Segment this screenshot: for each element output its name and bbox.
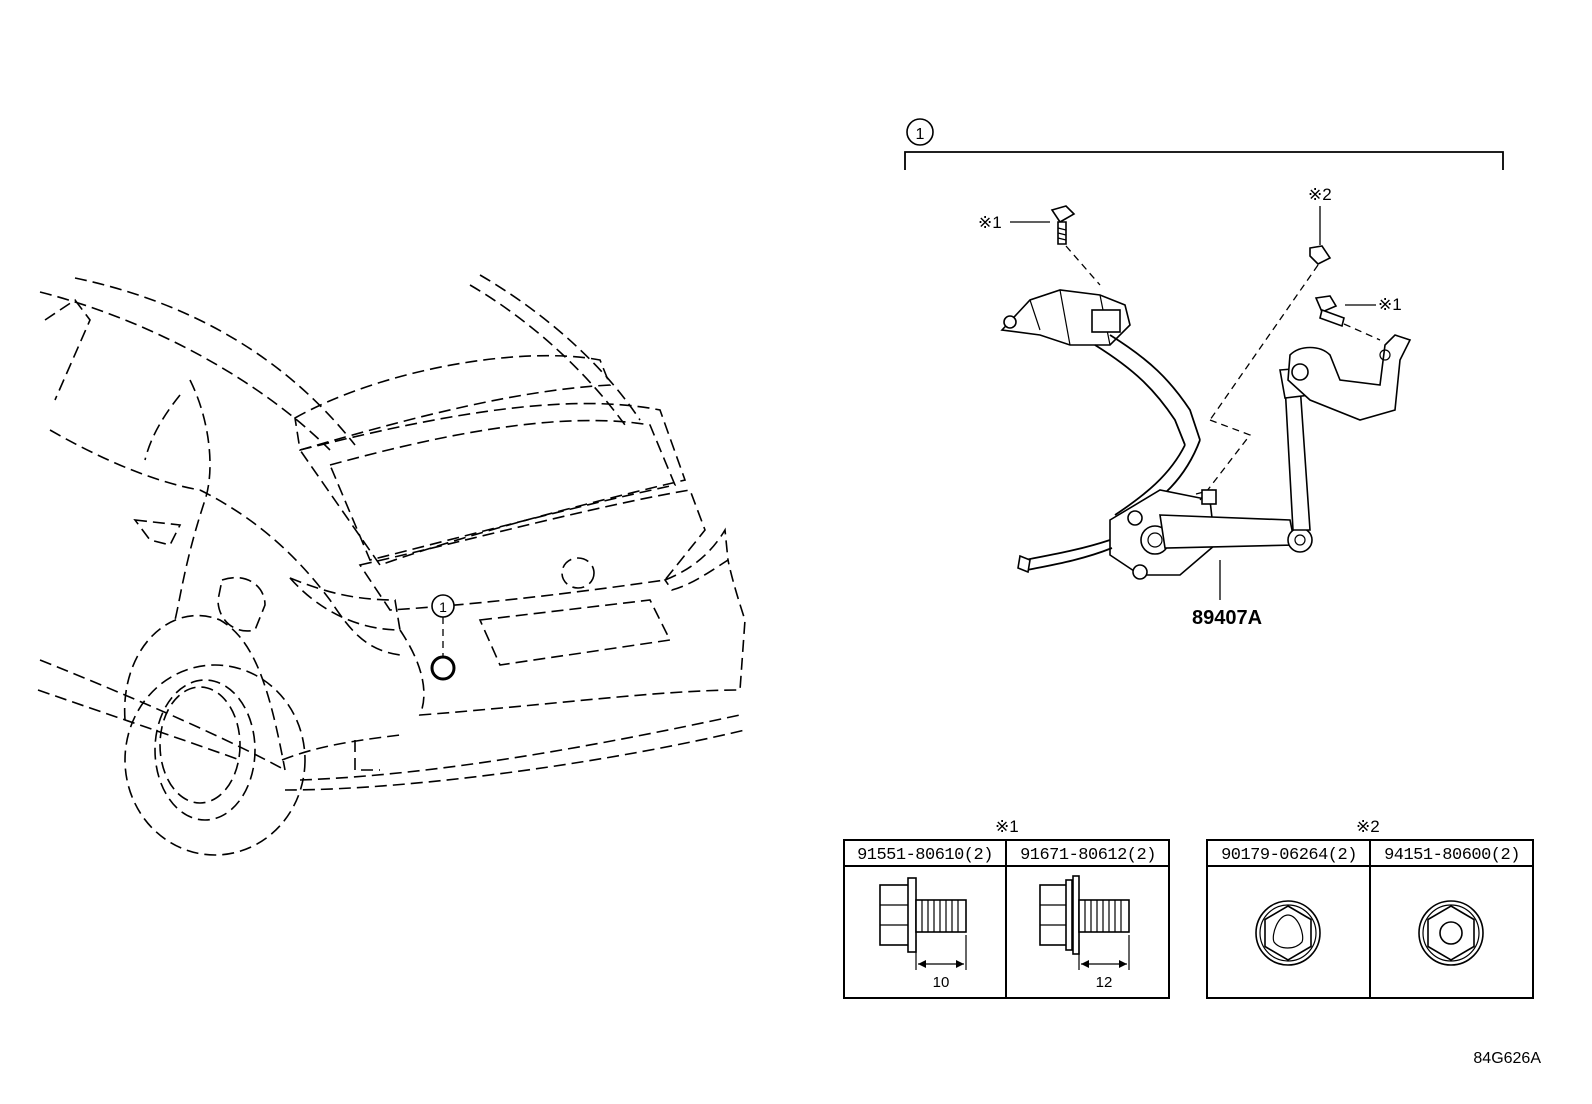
nut-mark: ※2	[1308, 185, 1332, 204]
height-control-sensor	[1000, 289, 1412, 600]
bolt-part-number-1: 91551-80610(2)	[857, 846, 993, 865]
callout-number: 1	[439, 599, 447, 615]
bolt-mark-right: ※1	[1378, 295, 1402, 314]
assembly-bracket: 1	[904, 118, 1504, 170]
nut-callout-2: ※2	[1209, 185, 1332, 421]
bolt-mark: ※1	[978, 213, 1002, 232]
assembly-callout-number: 1	[916, 126, 925, 143]
flange-nut-icon-1	[1255, 900, 1321, 966]
nut-table-mark: ※2	[1356, 817, 1380, 836]
vehicle-illustration	[37, 274, 746, 856]
bolt-length-2: 12	[1096, 974, 1113, 991]
bolt-table: ※1 91551-80610(2) 91671-80612(2) 10	[843, 817, 1170, 999]
bolt-callout-1: ※1	[978, 205, 1101, 286]
bolt-length-1: 10	[933, 974, 950, 991]
bolt-part-number-2: 91671-80612(2)	[1020, 846, 1156, 865]
bolt-callout-1b: ※1	[1314, 295, 1402, 341]
drawing-code: 84G626A	[1473, 1050, 1541, 1067]
main-part-number: 89407A	[1192, 607, 1262, 629]
washer-bolt-icon-2	[1039, 875, 1130, 970]
nut-part-number-1: 90179-06264(2)	[1221, 846, 1357, 865]
nut-table: ※2 90179-06264(2) 94151-80600(2)	[1206, 817, 1534, 999]
sensor-location-marker: 1	[430, 594, 456, 681]
bolt-table-mark: ※1	[995, 817, 1019, 836]
flange-bolt-icon-1	[879, 877, 967, 970]
nut-part-number-2: 94151-80600(2)	[1384, 846, 1520, 865]
flange-nut-icon-2	[1418, 900, 1484, 966]
